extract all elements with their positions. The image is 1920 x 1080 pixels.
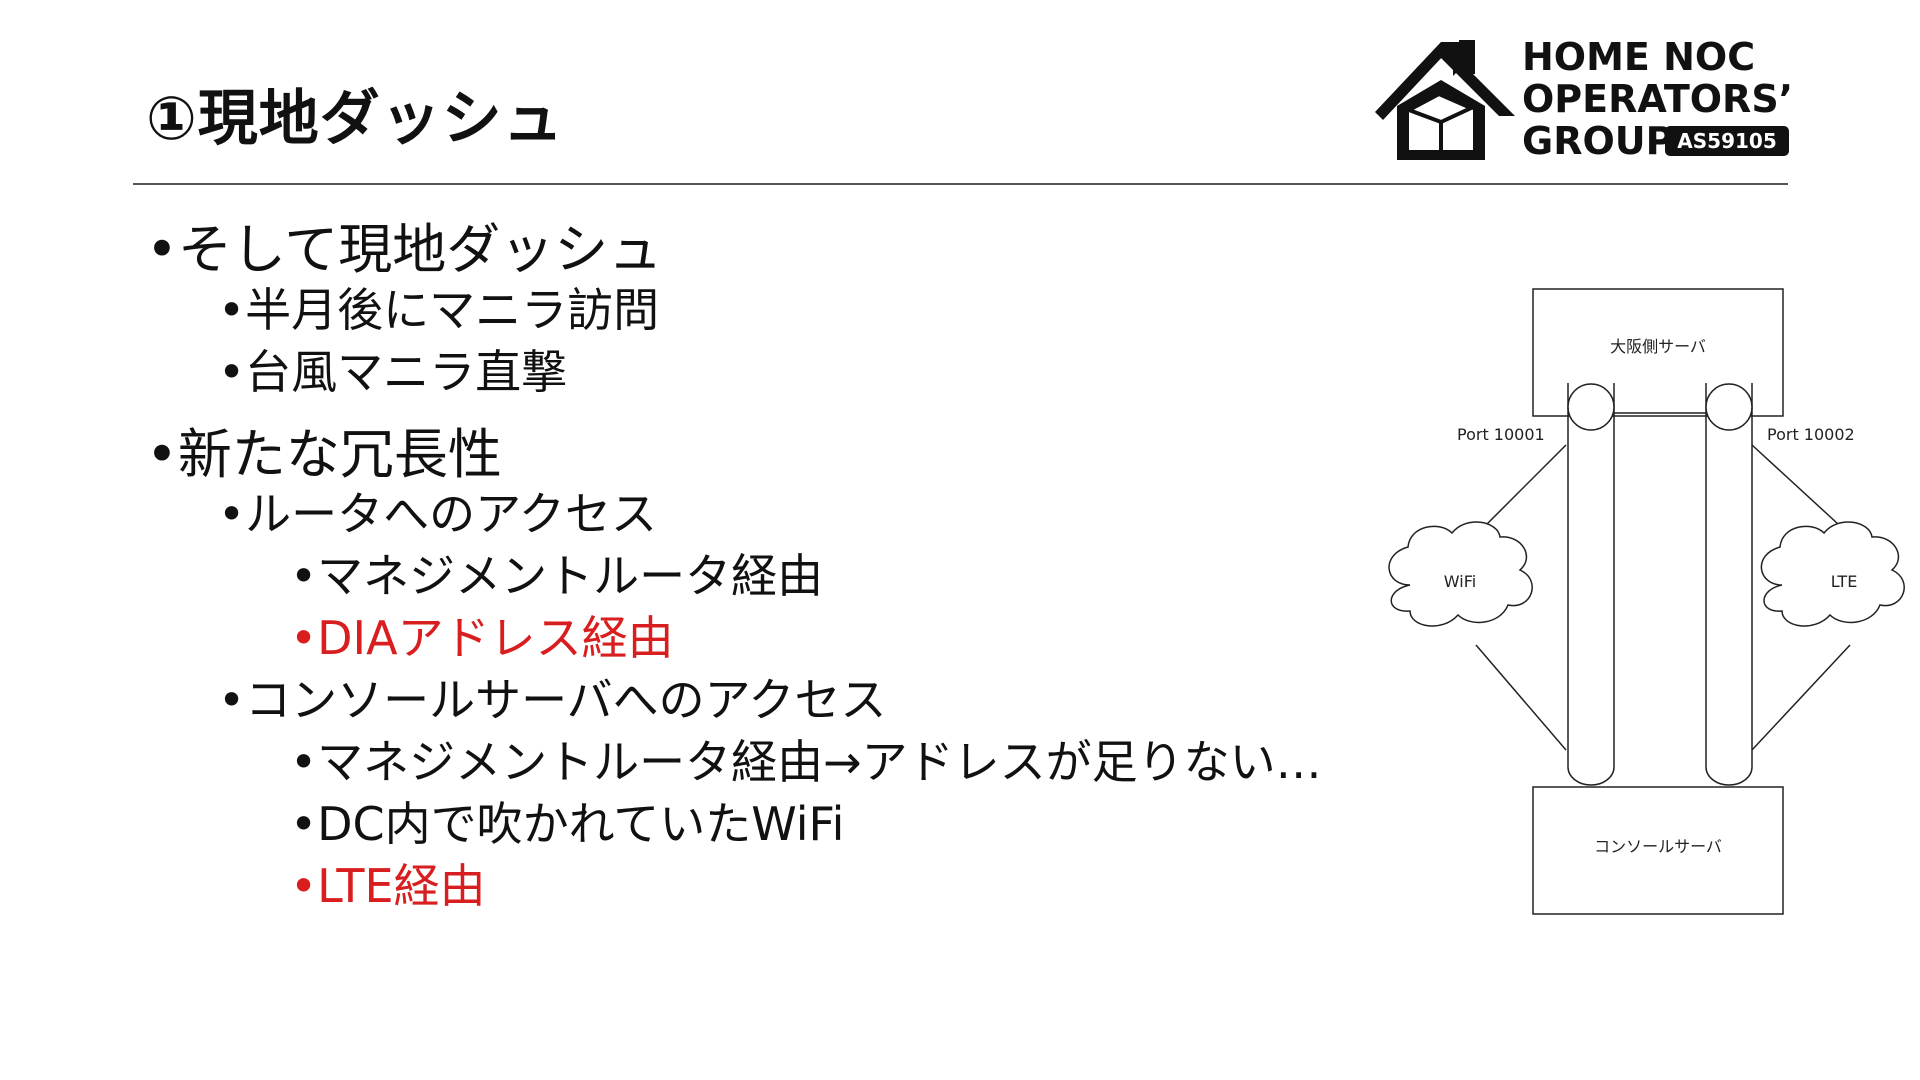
lte-label: LTE xyxy=(1831,572,1858,591)
house-icon xyxy=(1375,40,1515,160)
bullet-item-highlight: • DIAアドレス経由 xyxy=(290,602,674,668)
bullet-dot: • xyxy=(218,487,246,541)
slide-title: ①現地ダッシュ xyxy=(146,84,564,154)
bullet-text: そして現地ダッシュ xyxy=(177,218,663,281)
cable-left xyxy=(1567,383,1615,786)
bullet-dot: • xyxy=(290,797,318,851)
bullet-item: • 半月後にマニラ訪問 xyxy=(218,274,659,340)
bullet-dot: • xyxy=(146,423,178,486)
bullet-text: マネジメントルータ経由→アドレスが足りない… xyxy=(317,735,1322,789)
bullet-dot: • xyxy=(218,345,246,399)
bullet-text: 台風マニラ直撃 xyxy=(245,345,568,399)
logo-line1: HOME NOC xyxy=(1522,36,1755,79)
bullet-text: 半月後にマニラ訪問 xyxy=(245,283,660,337)
bullet-text: コンソールサーバへのアクセス xyxy=(245,673,887,727)
bullet-item: • DC内で吹かれていたWiFi xyxy=(290,788,844,854)
bullet-text: マネジメントルータ経由 xyxy=(317,549,824,603)
bullet-text: ルータへのアクセス xyxy=(245,487,657,541)
port-left-label: Port 10001 xyxy=(1457,425,1545,444)
bullet-dot: • xyxy=(290,859,318,913)
bullet-dot: • xyxy=(146,218,178,281)
home-noc-logo: HOME NOC OPERATORS’ GROUP AS59105 xyxy=(1375,36,1791,160)
bullet-dot: • xyxy=(218,283,246,337)
bullet-text: DC内で吹かれていたWiFi xyxy=(317,797,845,851)
bullet-dot: • xyxy=(290,549,318,603)
bullet-dot: • xyxy=(290,611,318,665)
console-server-box xyxy=(1532,786,1784,915)
network-diagram: 大阪側サーバ コンソールサーバ Port 10001 Port 10002 Wi… xyxy=(1388,288,1905,915)
logo-line3: GROUP xyxy=(1522,119,1673,160)
bullet-item: • 台風マニラ直撃 xyxy=(218,336,567,402)
bullet-text: 新たな冗長性 xyxy=(177,423,502,486)
bullet-item: • マネジメントルータ経由→アドレスが足りない… xyxy=(290,726,1322,792)
cloud-left-icon xyxy=(1388,521,1533,627)
cable-right xyxy=(1705,383,1753,786)
bullet-item: • コンソールサーバへのアクセス xyxy=(218,664,886,730)
bullet-item: • ルータへのアクセス xyxy=(218,478,657,544)
wifi-label: WiFi xyxy=(1444,572,1476,591)
bullet-item: • 新たな冗長性 xyxy=(146,410,502,489)
bullet-item: • マネジメントルータ経由 xyxy=(290,540,823,606)
bullet-dot: • xyxy=(290,735,318,789)
bullet-item: • そして現地ダッシュ xyxy=(146,205,662,284)
port-left-icon xyxy=(1567,383,1615,431)
osaka-server-label: 大阪側サーバ xyxy=(1610,337,1706,356)
title-divider xyxy=(133,183,1788,185)
logo-badge: AS59105 xyxy=(1677,129,1776,153)
port-right-icon xyxy=(1705,383,1753,431)
bullet-text: LTE経由 xyxy=(317,859,486,913)
logo-line2: OPERATORS’ xyxy=(1522,77,1791,121)
console-server-label: コンソールサーバ xyxy=(1594,837,1722,856)
cloud-right-icon xyxy=(1760,521,1905,627)
osaka-server-box xyxy=(1532,288,1784,417)
bullet-dot: • xyxy=(218,673,246,727)
bullet-item-highlight: • LTE経由 xyxy=(290,850,486,916)
logo-badge-bg xyxy=(1665,126,1789,156)
bullet-text: DIAアドレス経由 xyxy=(317,611,674,665)
port-right-label: Port 10002 xyxy=(1767,425,1855,444)
